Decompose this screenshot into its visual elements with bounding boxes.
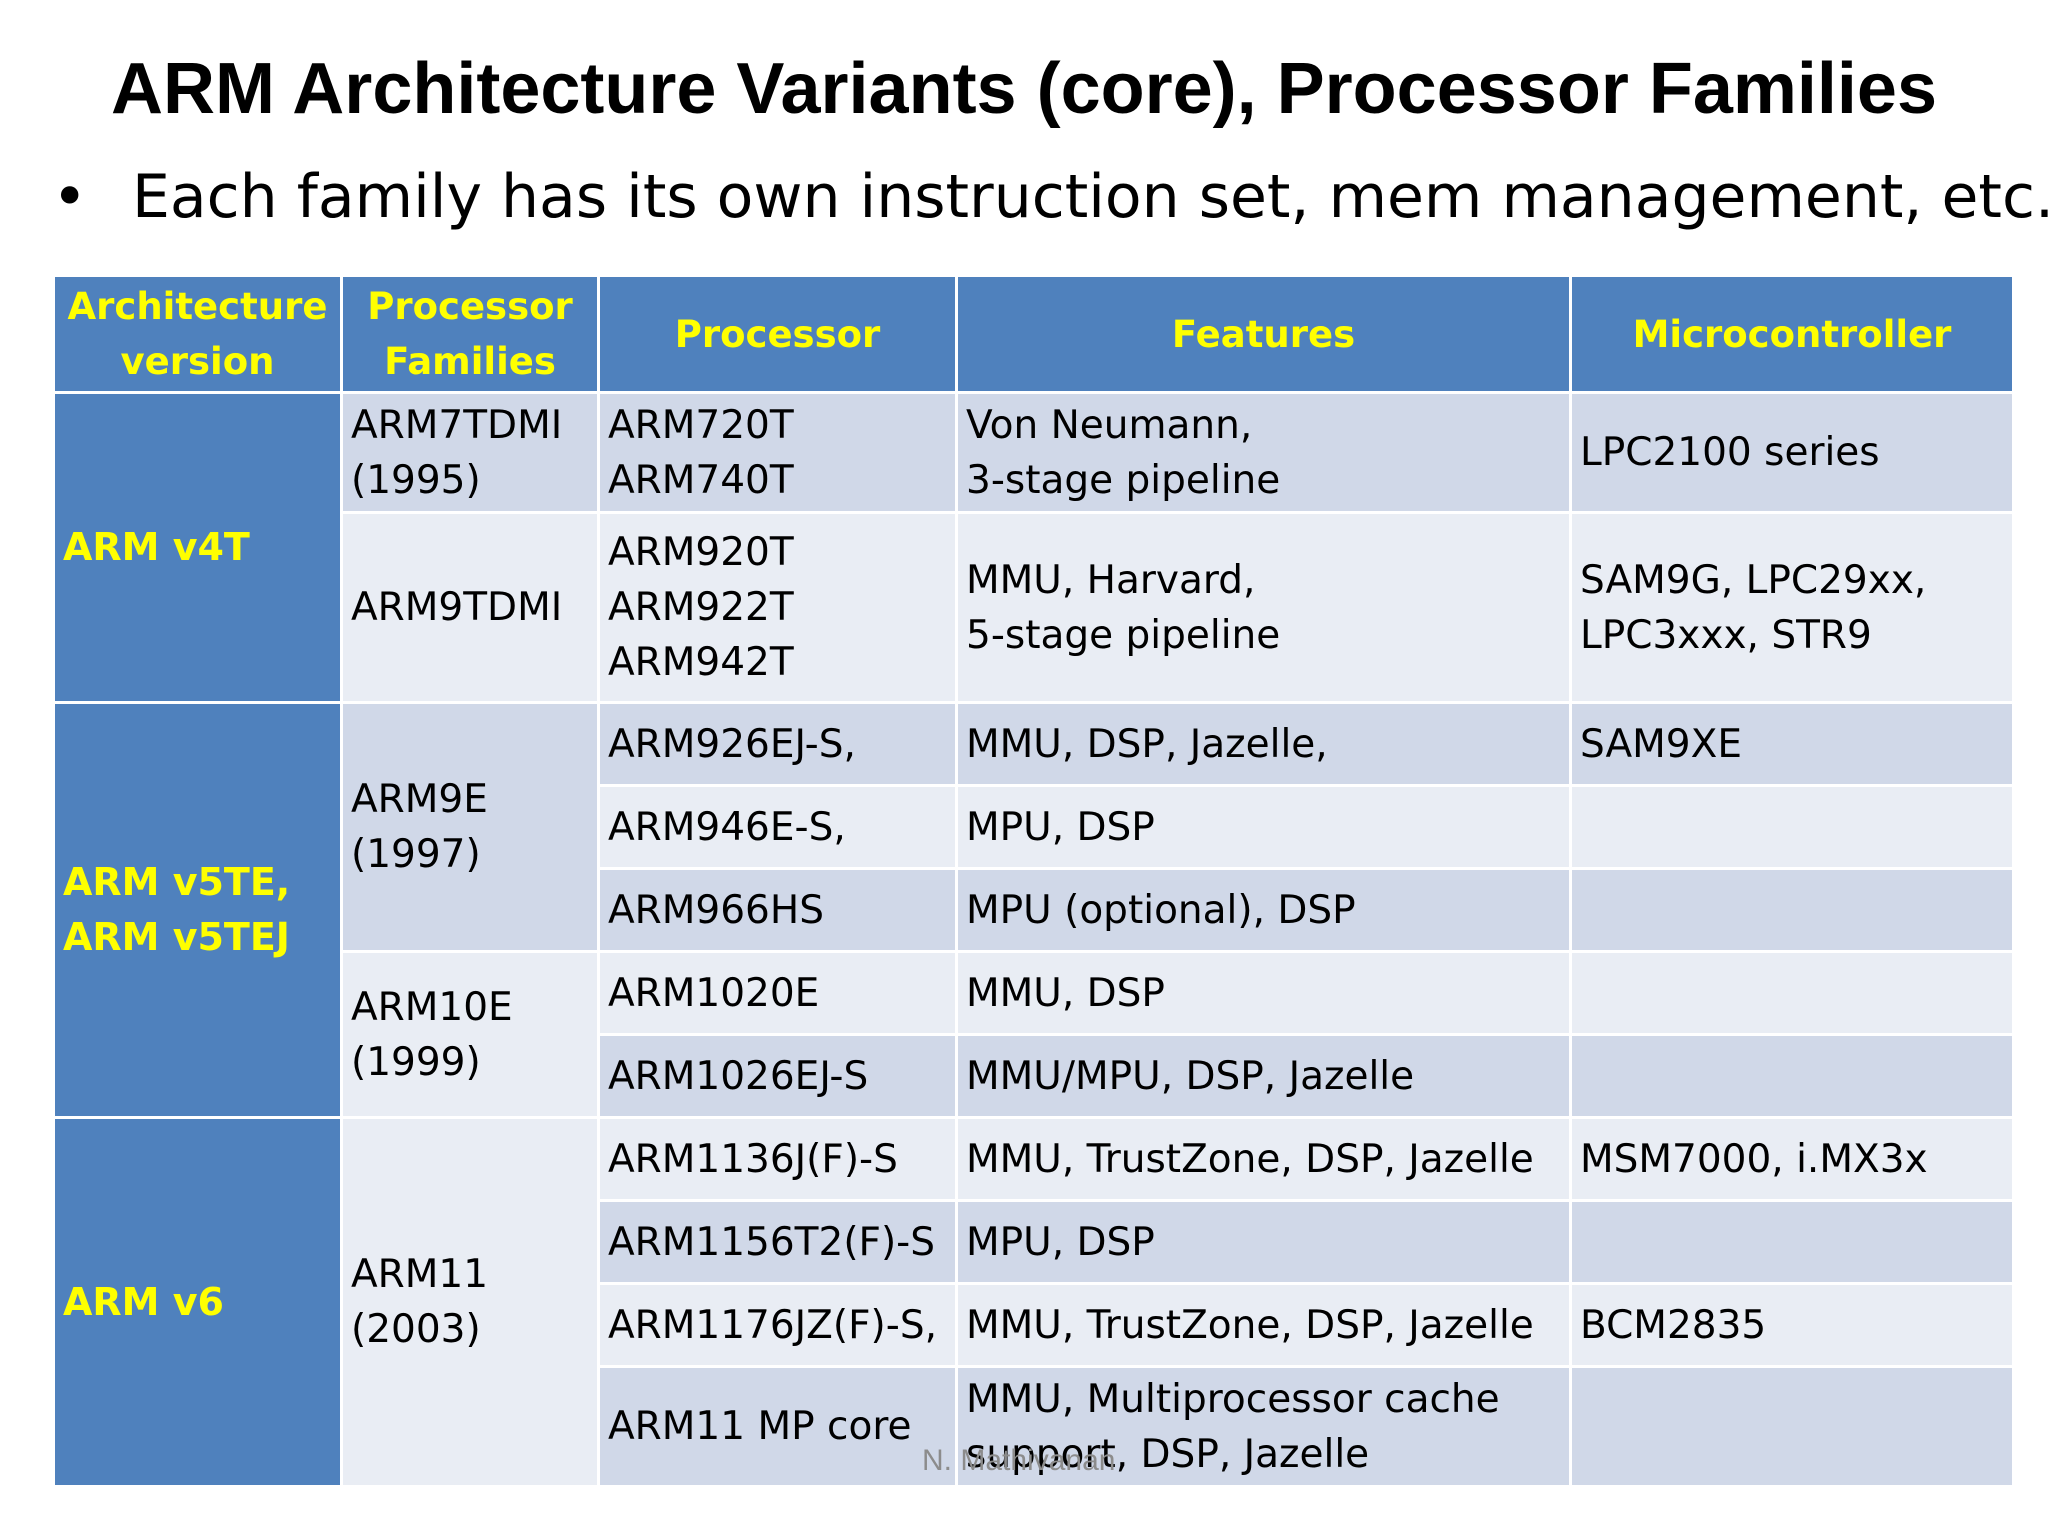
processor-cell: ARM1026EJ-S [597, 1033, 958, 1119]
header-processor: Processor [597, 274, 958, 394]
features-cell: MMU, TrustZone, DSP, Jazelle [955, 1282, 1572, 1368]
microcontroller-cell [1569, 1199, 2015, 1285]
family-cell-arm9e: ARM9E(1997) [340, 701, 600, 953]
family-cell-arm10e: ARM10E(1999) [340, 950, 600, 1119]
features-cell: MMU, DSP, Jazelle, [955, 701, 1572, 787]
features-cell: MPU, DSP [955, 784, 1572, 870]
table-row: ARM v6 ARM11(2003) ARM1136J(F)-S MMU, Tr… [52, 1116, 2015, 1488]
features-cell: MPU (optional), DSP [955, 867, 1572, 953]
features-cell: MMU, DSP [955, 950, 1572, 1036]
header-features: Features [955, 274, 1572, 394]
microcontroller-cell: LPC2100 series [1569, 391, 2015, 514]
microcontroller-cell: MSM7000, i.MX3x [1569, 1116, 2015, 1202]
arch-cell-v5te: ARM v5TE,ARM v5TEJ [52, 701, 343, 1119]
bullet-icon: • [52, 162, 88, 232]
processor-cell: ARM966HS [597, 867, 958, 953]
features-cell: MMU/MPU, DSP, Jazelle [955, 1033, 1572, 1119]
table-row: ARM946E-S, MPU, DSP [53, 784, 2015, 870]
microcontroller-cell [1569, 867, 2015, 953]
arch-cell-v6: ARM v6 [52, 1116, 343, 1488]
processor-cell: ARM926EJ-S, [597, 701, 958, 787]
microcontroller-cell [1569, 1033, 2015, 1119]
family-cell-arm11: ARM11(2003) [340, 1116, 600, 1488]
microcontroller-cell: SAM9G, LPC29xx,LPC3xxx, STR9 [1569, 511, 2015, 704]
microcontroller-cell: BCM2835 [1569, 1282, 2015, 1368]
arch-cell-v4t: ARM v4T [52, 391, 343, 704]
processor-cell: ARM11 MP core [597, 1365, 958, 1488]
microcontroller-cell [1569, 1365, 2015, 1488]
features-cell: MMU, TrustZone, DSP, Jazelle [955, 1116, 1572, 1202]
features-cell: MPU, DSP [955, 1199, 1572, 1285]
family-cell-arm9tdmi: ARM9TDMI [340, 511, 600, 704]
slide-title: ARM Architecture Variants (core), Proces… [111, 49, 1937, 129]
bullet-text: Each family has its own instruction set,… [132, 162, 2048, 232]
bullet-point: • Each family has its own instruction set… [52, 162, 2048, 232]
microcontroller-cell [1569, 950, 2015, 1036]
author-footer: N. Mathivanan [922, 1444, 1116, 1477]
processor-cell: ARM1156T2(F)-S [597, 1199, 958, 1285]
table-row: ARM v5TE,ARM v5TEJ ARM9E(1997) ARM926EJ-… [52, 701, 2015, 1119]
family-cell-arm7tdmi: ARM7TDMI(1995) [340, 391, 600, 514]
processor-cell: ARM946E-S, [597, 784, 958, 870]
header-microcontroller: Microcontroller [1569, 274, 2015, 394]
processor-cell: ARM1020E [597, 950, 958, 1036]
processor-cell: ARM1176JZ(F)-S, [597, 1282, 958, 1368]
microcontroller-cell: SAM9XE [1569, 701, 2015, 787]
processor-cell: ARM1136J(F)-S [597, 1116, 958, 1202]
microcontroller-cell [1569, 784, 2015, 870]
table-row: ARM10E(1999) ARM1020E MMU, DSP [53, 950, 2015, 1119]
features-cell: Von Neumann,3-stage pipeline [955, 391, 1572, 514]
features-cell: MMU, Harvard,5-stage pipeline [955, 511, 1572, 704]
